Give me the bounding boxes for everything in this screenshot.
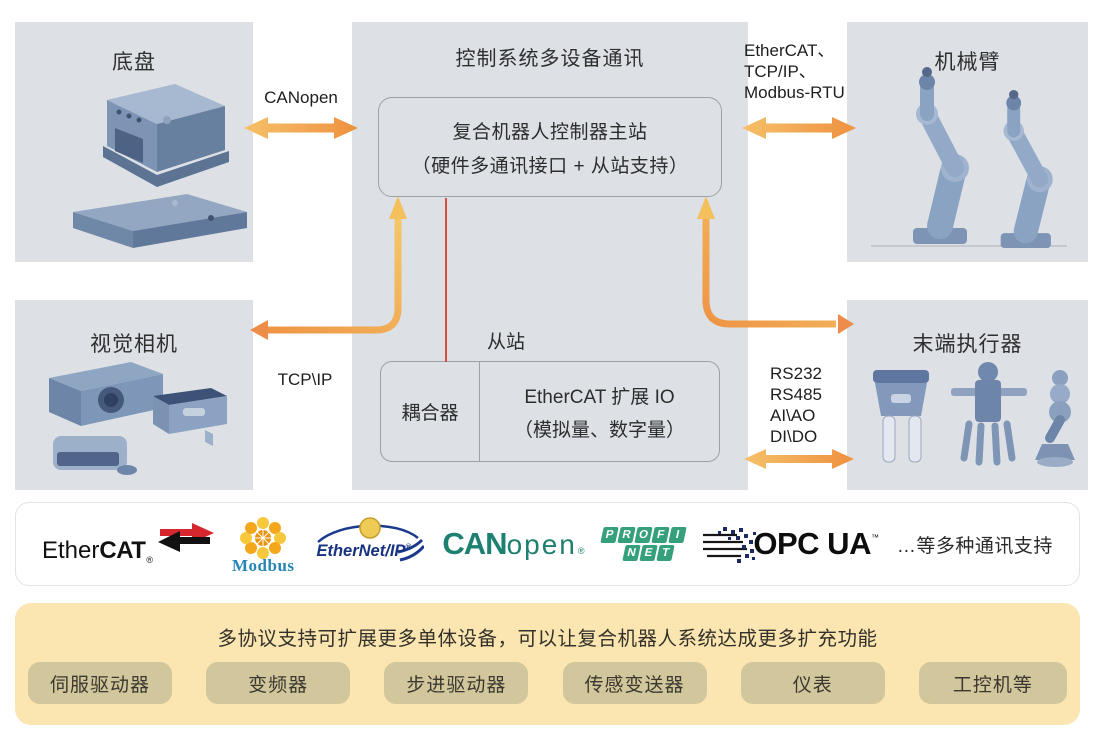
- opc-ua-logo-text: OPC UA: [753, 526, 871, 561]
- io-arrow-label: RS232 RS485 AI\AO DI\DO: [770, 363, 822, 447]
- arm-label-line3: Modbus-RTU: [744, 83, 845, 102]
- master-line2: （硬件多通讯接口 + 从站支持）: [411, 155, 689, 177]
- opc-ua-logo: OPC UA ™: [703, 523, 879, 565]
- ethernet-ip-logo: EtherNet/IP®: [312, 516, 425, 572]
- ethernet-ip-logo-text: EtherNet/IP®: [316, 542, 411, 561]
- master-controller-box: 复合机器人控制器主站 （硬件多通讯接口 + 从站支持）: [378, 97, 722, 197]
- ethercat-arrow-icon: [158, 523, 215, 552]
- io-double-arrow-icon: [744, 449, 854, 469]
- io-label-line1: RS232: [770, 364, 822, 383]
- io-label-line4: DI\DO: [770, 427, 818, 446]
- ethernet-ip-text: EtherNet/IP: [316, 542, 406, 560]
- slave-label: 从站: [487, 332, 526, 353]
- end-effector-title: 末端执行器: [912, 333, 1023, 356]
- pill-stepper-drive: 步进驱动器: [384, 662, 529, 704]
- robot-arm-box: 机械臂: [847, 22, 1088, 262]
- effector-curved-arrow-icon: [697, 196, 854, 334]
- expansion-panel-title: 多协议支持可扩展更多单体设备，可以让复合机器人系统达成更多扩充功能: [217, 628, 878, 650]
- slave-box: 耦合器 EtherCAT 扩展 IO （模拟量、数字量）: [380, 361, 720, 462]
- ethercat-reg-mark: ®: [146, 555, 154, 565]
- ethernet-ip-swoosh-icon: [317, 517, 425, 562]
- canopen-reg-mark: ®: [577, 546, 585, 556]
- pill-sensor-transmitter: 传感变送器: [562, 662, 707, 704]
- expansion-panel: 多协议支持可扩展更多单体设备，可以让复合机器人系统达成更多扩充功能 伺服驱动器 …: [15, 603, 1080, 725]
- robot-arm-image: [871, 67, 1067, 249]
- chassis-box: 底盘: [15, 22, 253, 262]
- ethercat-io-cell: EtherCAT 扩展 IO （模拟量、数字量）: [480, 362, 719, 461]
- gripper-devices-image: [873, 362, 1075, 467]
- canopen-double-arrow-icon: [244, 117, 358, 139]
- opc-ua-pixel-burst-icon: [703, 527, 759, 563]
- pill-servo-drive: 伺服驱动器: [28, 662, 172, 704]
- canopen-arrow-label: CANopen: [264, 88, 338, 107]
- io-line1: EtherCAT 扩展 IO: [524, 386, 675, 408]
- io-label-line2: RS485: [770, 385, 822, 404]
- coupler-cell: 耦合器: [381, 362, 480, 461]
- modbus-logo-text: Modbus: [232, 556, 295, 575]
- ethernet-ip-reg-mark: ®: [405, 542, 412, 552]
- pill-inverter: 变频器: [206, 662, 351, 704]
- canopen-logo-text-bold: CAN: [442, 526, 507, 561]
- more-protocols-text: …等多种通讯支持: [896, 535, 1053, 557]
- master-line1: 复合机器人控制器主站: [452, 121, 648, 143]
- end-effector-box: 末端执行器: [847, 300, 1088, 490]
- vision-camera-box: 视觉相机: [15, 300, 253, 490]
- arm-label-line1: EtherCAT、: [744, 41, 835, 60]
- ethercat-logo-text-bold: CAT: [99, 537, 146, 564]
- modbus-flower-icon: [240, 517, 287, 559]
- tcpip-arrow-label: TCP\IP: [277, 370, 333, 389]
- robot-arm-title: 机械臂: [934, 51, 1001, 74]
- io-label-line3: AI\AO: [770, 406, 816, 425]
- canopen-logo-text-light: open: [506, 529, 577, 560]
- modbus-logo: Modbus: [232, 516, 295, 576]
- chassis-title: 底盘: [112, 51, 156, 74]
- device-pill-row: 伺服驱动器 变频器 步进驱动器 传感变送器 仪表 工控机等: [28, 662, 1067, 704]
- master-slave-red-link: [445, 198, 447, 362]
- control-system-title: 控制系统多设备通讯: [455, 48, 645, 70]
- camera-devices-image: [49, 362, 227, 475]
- io-line2: （模拟量、数字量）: [513, 419, 685, 441]
- camera-curved-arrow-icon: [250, 196, 407, 340]
- pill-instrument: 仪表: [740, 662, 885, 704]
- pill-ipc: 工控机等: [918, 662, 1067, 704]
- opc-ua-tm-mark: ™: [870, 533, 879, 542]
- vision-camera-title: 视觉相机: [90, 333, 178, 356]
- arm-label-line2: TCP/IP、: [744, 62, 816, 81]
- arm-arrow-label: EtherCAT、 TCP/IP、 Modbus-RTU: [744, 40, 845, 103]
- arm-double-arrow-icon: [742, 117, 856, 139]
- agv-chassis-image: [73, 84, 247, 248]
- ethercat-logo-text: Ether: [42, 537, 100, 564]
